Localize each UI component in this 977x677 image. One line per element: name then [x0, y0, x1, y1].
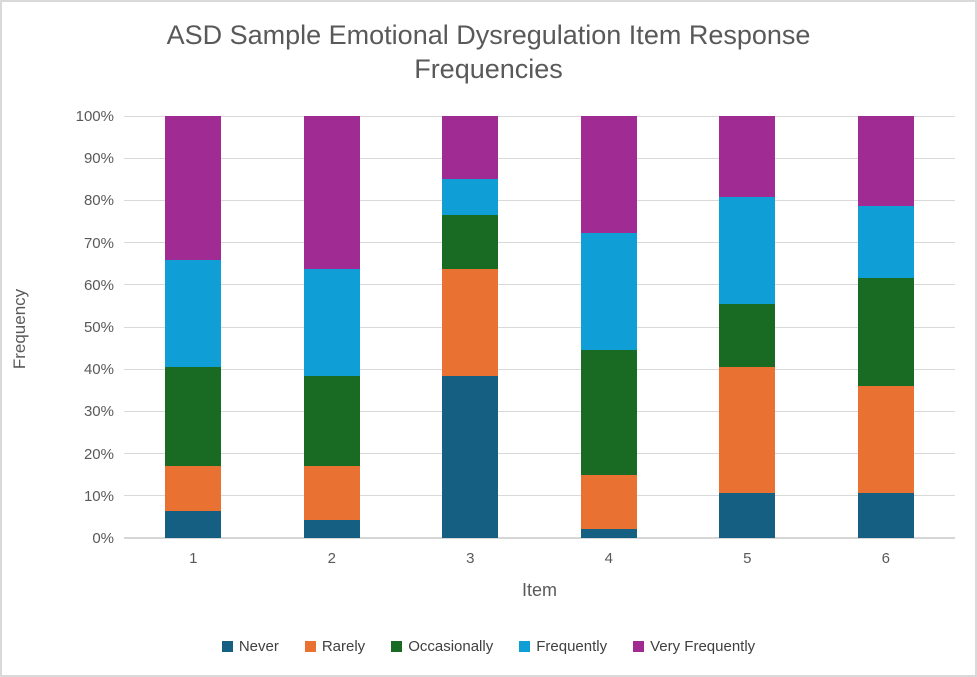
- y-tick-label: 80%: [83, 192, 114, 210]
- y-tick-label: 90%: [83, 150, 114, 168]
- bar-segment-rarely-item-2[interactable]: [303, 465, 360, 520]
- bar-segment-never-item-3[interactable]: [442, 376, 499, 538]
- bar-segment-very-frequently-item-1[interactable]: [165, 116, 222, 260]
- bar-segment-very-frequently-item-6[interactable]: [857, 116, 914, 206]
- bar-segment-rarely-item-5[interactable]: [719, 367, 776, 494]
- legend-swatch-icon: [519, 641, 531, 652]
- legend-label: Frequently: [536, 638, 608, 655]
- chart-title-line-1: ASD Sample Emotional Dysregulation Item …: [166, 20, 811, 50]
- gridline: [124, 495, 955, 497]
- y-tick-label: 20%: [83, 445, 114, 463]
- bar-column-item-1: [165, 116, 222, 538]
- gridline: [124, 157, 955, 159]
- y-tick-label: 10%: [83, 487, 114, 505]
- bar-segment-never-item-5[interactable]: [719, 493, 776, 538]
- legend-swatch-icon: [221, 641, 233, 652]
- bar-segment-rarely-item-1[interactable]: [165, 466, 222, 511]
- bar-segment-rarely-item-6[interactable]: [857, 385, 914, 494]
- y-axis-title: Frequency: [10, 288, 29, 370]
- bar-segment-frequently-item-2[interactable]: [303, 268, 360, 377]
- bar-segment-occasionally-item-4[interactable]: [580, 349, 637, 476]
- bar-column-item-6: [857, 116, 914, 538]
- legend-item-rarely[interactable]: Rarely: [304, 638, 366, 655]
- legend-item-very-frequently[interactable]: Very Frequently: [633, 638, 755, 655]
- gridline: [124, 242, 955, 244]
- bar-segment-frequently-item-3[interactable]: [442, 178, 499, 215]
- bar-segment-never-item-2[interactable]: [303, 519, 360, 538]
- chart-legend: Never Rarely Occasionally Frequently Very Fr…: [2, 638, 975, 655]
- bar-segment-never-item-1[interactable]: [165, 510, 222, 538]
- y-axis-tick-labels: 0% 10% 20% 30% 40% 50% 60% 70% 80% 90% 100%: [34, 108, 114, 547]
- gridline: [124, 115, 955, 117]
- bar-column-item-2: [303, 116, 360, 538]
- bar-segment-very-frequently-item-4[interactable]: [580, 116, 637, 233]
- x-category-label: 1: [189, 550, 198, 567]
- legend-label: Rarely: [321, 638, 366, 655]
- bar-column-item-4: [580, 116, 637, 538]
- gridline: [124, 326, 955, 328]
- bar-segment-frequently-item-1[interactable]: [165, 259, 222, 368]
- bar-segment-very-frequently-item-2[interactable]: [303, 116, 360, 269]
- bar-segment-frequently-item-5[interactable]: [719, 196, 776, 305]
- bar-segment-rarely-item-3[interactable]: [442, 268, 499, 377]
- y-tick-label: 70%: [83, 234, 114, 252]
- y-tick-label: 30%: [83, 403, 114, 421]
- bar-segment-occasionally-item-3[interactable]: [442, 214, 499, 269]
- legend-swatch-icon: [391, 641, 403, 652]
- gridline: [124, 453, 955, 455]
- gridline: [124, 410, 955, 412]
- plot-area: [124, 115, 955, 539]
- legend-label: Occasionally: [408, 638, 494, 655]
- bar-segment-occasionally-item-5[interactable]: [719, 304, 776, 368]
- x-category-label: 6: [881, 550, 890, 567]
- legend-item-never[interactable]: Never: [221, 638, 279, 655]
- legend-swatch-icon: [304, 641, 316, 652]
- x-category-label: 5: [743, 550, 752, 567]
- x-axis-line: [124, 537, 955, 539]
- bar-column-item-5: [719, 116, 776, 538]
- bar-segment-frequently-item-4[interactable]: [580, 232, 637, 350]
- bar-segment-rarely-item-4[interactable]: [580, 475, 637, 530]
- gridline: [124, 368, 955, 370]
- x-category-label: 2: [327, 550, 336, 567]
- gridline: [124, 284, 955, 286]
- legend-swatch-icon: [633, 641, 645, 652]
- y-tick-label: 50%: [83, 319, 114, 336]
- bar-segment-occasionally-item-6[interactable]: [857, 277, 914, 386]
- legend-item-frequently[interactable]: Frequently: [519, 638, 607, 655]
- bar-segment-very-frequently-item-5[interactable]: [719, 116, 776, 197]
- chart-title-line-2: Frequencies: [414, 54, 563, 84]
- bar-segment-frequently-item-6[interactable]: [857, 206, 914, 278]
- y-tick-label: 0%: [92, 530, 114, 547]
- bar-segment-occasionally-item-2[interactable]: [303, 376, 360, 466]
- x-category-label: 3: [466, 550, 475, 567]
- x-category-label: 4: [604, 550, 613, 567]
- y-tick-label: 60%: [83, 276, 114, 294]
- bar-segment-never-item-6[interactable]: [857, 493, 914, 538]
- legend-label: Very Frequently: [650, 638, 756, 655]
- bar-segment-very-frequently-item-3[interactable]: [442, 116, 499, 179]
- bar-segment-never-item-4[interactable]: [580, 529, 637, 538]
- bar-column-item-3: [442, 116, 499, 538]
- chart-title: ASD Sample Emotional Dysregulation Item …: [2, 18, 975, 86]
- x-axis-title: Item: [521, 580, 557, 600]
- legend-item-occasionally[interactable]: Occasionally: [391, 638, 493, 655]
- y-tick-label: 100%: [75, 108, 114, 125]
- legend-label: Never: [238, 638, 279, 655]
- gridline: [124, 199, 955, 201]
- bar-segment-occasionally-item-1[interactable]: [165, 367, 222, 467]
- y-tick-label: 40%: [83, 361, 114, 379]
